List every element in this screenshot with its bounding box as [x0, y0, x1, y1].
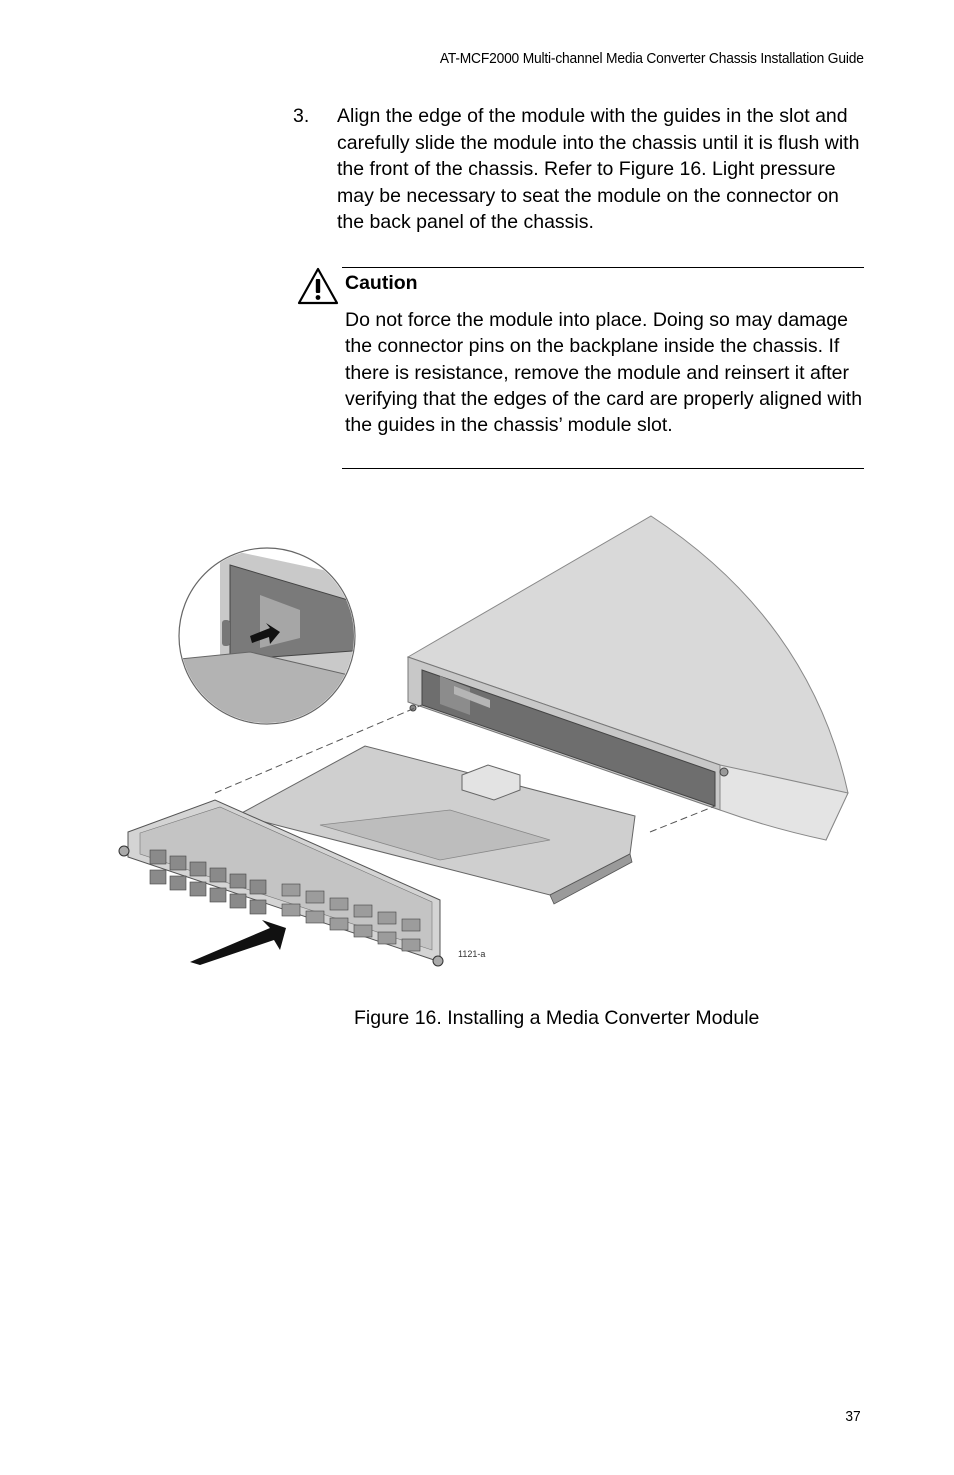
running-header: AT-MCF2000 Multi-channel Media Converter… — [440, 50, 864, 67]
step-text: Align the edge of the module with the gu… — [337, 105, 860, 233]
warning-triangle-icon — [297, 267, 339, 305]
page-number: 37 — [845, 1408, 861, 1425]
caution-title: Caution — [345, 272, 418, 294]
caution-text: Do not force the module into place. Doin… — [345, 309, 863, 437]
figure-caption: Figure 16. Installing a Media Converter … — [354, 1007, 760, 1029]
step-number: 3. — [293, 105, 310, 127]
module-installation-illustration — [118, 515, 849, 967]
figure-code: 1121-a — [458, 949, 486, 959]
caution-bottom-rule — [342, 468, 864, 469]
caution-top-rule — [342, 267, 864, 268]
